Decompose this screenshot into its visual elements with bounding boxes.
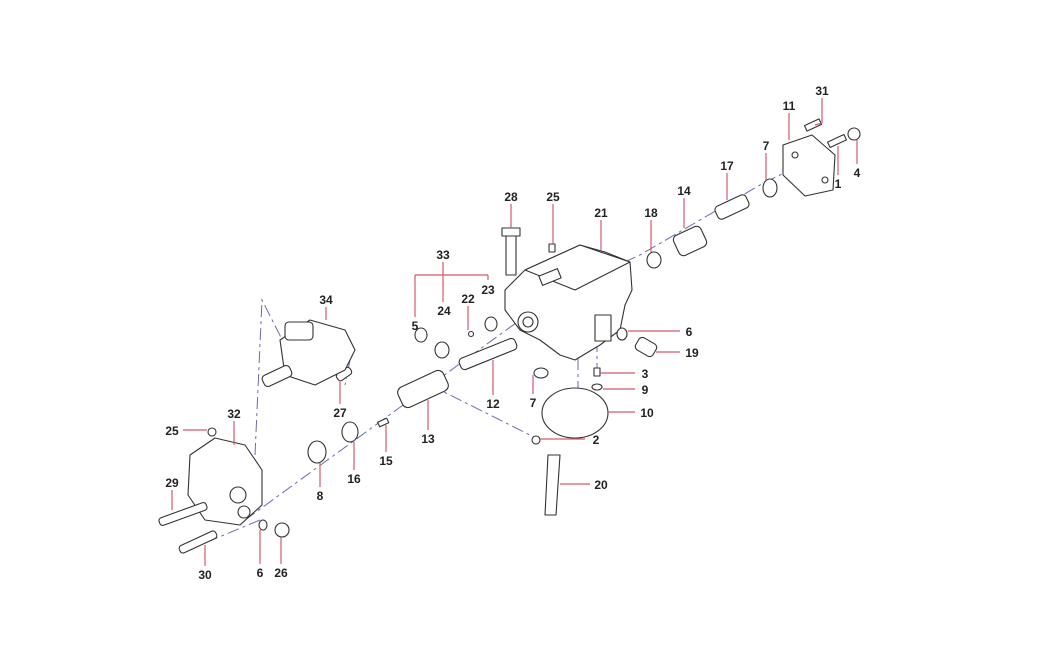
callout-15: 15 [379,454,393,468]
callout-7: 7 [763,139,770,153]
callout-30: 30 [198,568,212,582]
callout-23: 23 [481,283,495,297]
callout-26: 26 [274,566,288,580]
callout-9: 9 [642,383,649,397]
callout-5: 5 [412,319,419,333]
callout-12: 12 [486,397,500,411]
callout-29: 29 [165,476,179,490]
callout-17: 17 [720,159,734,173]
cover-plate-11 [782,134,836,197]
callout-18: 18 [644,206,658,220]
callout-8: 8 [317,489,324,503]
callout-11: 11 [783,99,796,113]
callout-22: 22 [461,292,475,306]
callout-2: 2 [593,433,600,447]
leader-lines [171,98,858,566]
callout-16: 16 [347,472,361,486]
callout-1: 1 [835,177,842,191]
callout-3: 3 [642,367,649,381]
callout-13: 13 [421,432,435,446]
callout-31: 31 [815,84,829,98]
housing-21 [504,244,633,361]
callout-34: 34 [319,293,333,307]
callout-6: 6 [686,325,693,339]
callout-33: 33 [436,248,450,262]
callout-7b: 7 [530,396,537,410]
callout-4: 4 [854,166,861,180]
callout-25: 25 [546,190,560,204]
callout-14: 14 [677,184,691,198]
callout-19: 19 [685,346,699,360]
callout-28: 28 [504,190,518,204]
callout-24: 24 [437,304,451,318]
callout-32: 32 [227,407,241,421]
small-parts [307,118,861,516]
valve-body-32 [158,427,290,554]
callout-25b: 25 [165,424,179,438]
callout-20: 20 [594,478,608,492]
callout-6b: 6 [257,566,264,580]
callout-21: 21 [594,206,608,220]
callout-10: 10 [640,406,654,420]
callout-labels: 31 11 4 1 7 17 14 18 21 25 28 33 22 23 2… [165,84,860,582]
callout-27: 27 [333,406,347,420]
solenoid-34 [261,319,356,388]
